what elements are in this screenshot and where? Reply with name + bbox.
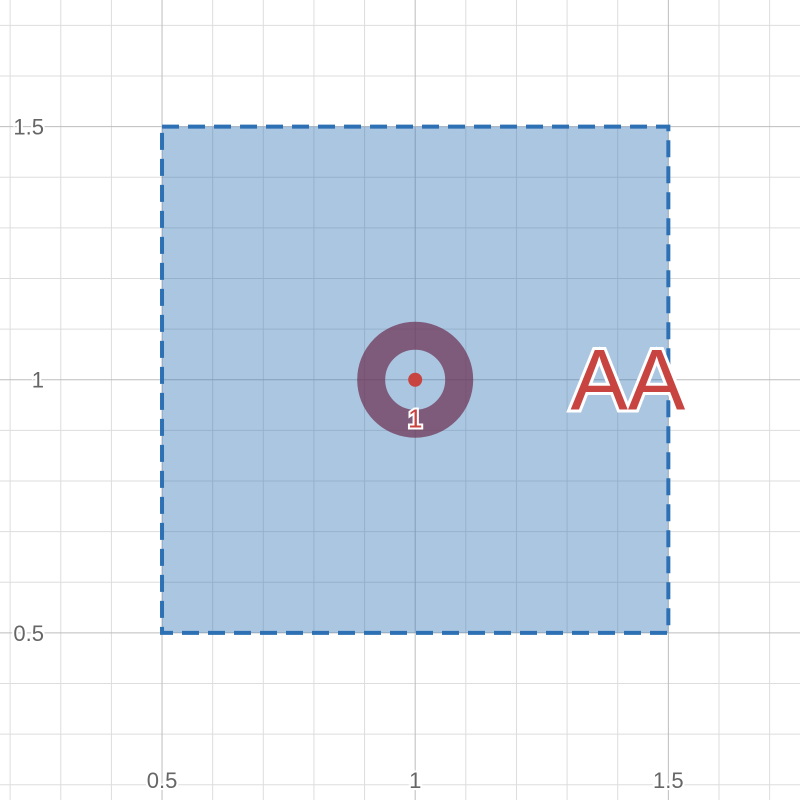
tick-labels: 0.5 1 1.5 0.5 1 1.5 (11, 113, 685, 795)
y-axis-tick-label: 0.5 (13, 621, 44, 646)
point-ring[interactable] (357, 321, 474, 438)
x-axis-tick-label: 1.5 (653, 768, 684, 793)
x-axis-tick-label: 0.5 (147, 768, 178, 793)
x-axis-tick-label: 1 (409, 768, 421, 793)
point-label: 1 (408, 404, 422, 434)
text-label-layer: AA (567, 330, 688, 432)
point-dot[interactable] (408, 372, 423, 387)
text-label-aa[interactable]: AA (567, 330, 688, 432)
y-axis-tick-label: 1.5 (13, 115, 44, 140)
y-axis-tick-label: 1 (32, 368, 44, 393)
point-layer: 1 (357, 321, 474, 438)
